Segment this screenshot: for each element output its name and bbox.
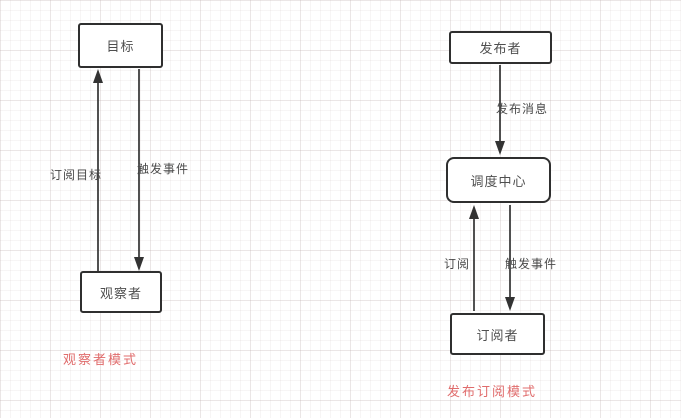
node-dispatch-center: 调度中心 [446,157,551,203]
edge-label-trigger-event-right: 触发事件 [505,257,558,271]
edge-label-publish-message: 发布消息 [496,102,549,116]
caption-pubsub-pattern: 发布订阅模式 [447,384,538,399]
caption-observer-pattern: 观察者模式 [63,352,139,367]
node-target: 目标 [78,23,163,68]
node-observer: 观察者 [80,271,162,313]
edge-label-subscribe-target: 订阅目标 [50,168,103,182]
edge-label-trigger-event-left: 触发事件 [137,162,190,176]
node-publisher: 发布者 [449,31,552,64]
node-subscriber: 订阅者 [450,313,545,355]
edge-label-subscribe: 订阅 [444,257,471,271]
arrow-subscribe [469,205,479,311]
